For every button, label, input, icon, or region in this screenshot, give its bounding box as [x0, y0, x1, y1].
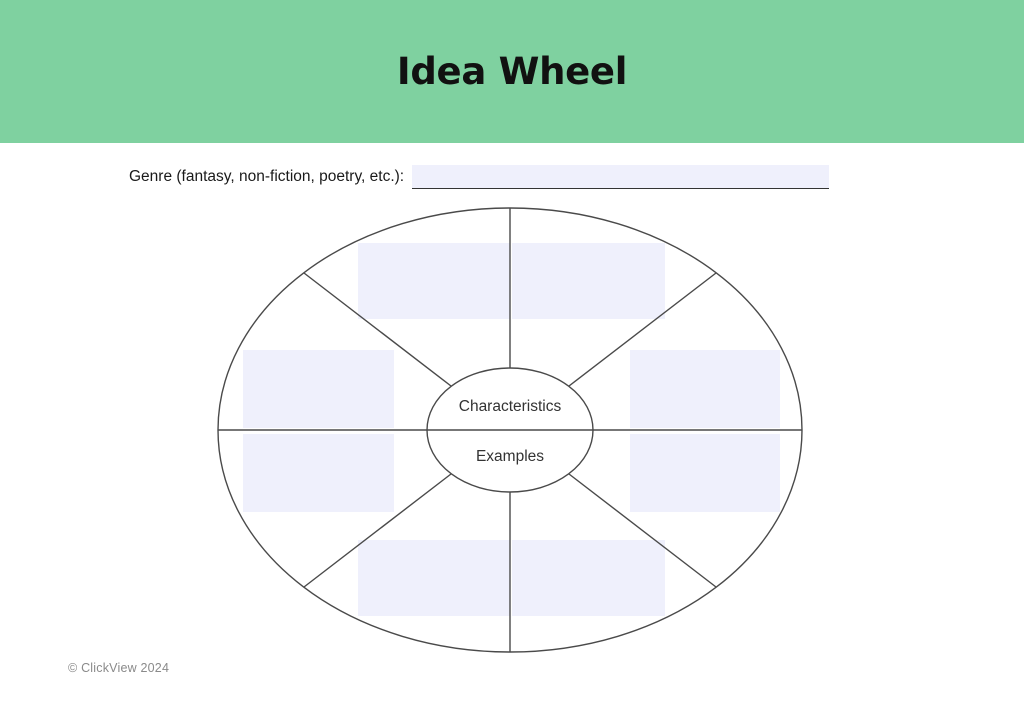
spoke-northwest: [303, 272, 452, 387]
answer-box-bottom-left[interactable]: [358, 540, 510, 616]
spoke-southwest: [303, 473, 452, 588]
footer-copyright: © ClickView 2024: [68, 661, 170, 675]
spoke-southeast: [568, 473, 717, 588]
genre-label: Genre (fantasy, non-fiction, poetry, etc…: [129, 168, 405, 185]
header-banner: Idea Wheel: [0, 0, 1024, 143]
answer-box-upper-right[interactable]: [630, 350, 780, 428]
genre-row: Genre (fantasy, non-fiction, poetry, etc…: [129, 163, 909, 189]
spoke-northeast: [568, 272, 717, 387]
answer-box-upper-left[interactable]: [243, 350, 394, 428]
answer-box-top-left[interactable]: [358, 243, 510, 319]
hub-ellipse: [426, 367, 594, 493]
answer-box-lower-left[interactable]: [243, 434, 394, 512]
hub-label-examples: Examples: [476, 448, 544, 465]
answer-box-lower-right[interactable]: [630, 434, 780, 512]
idea-wheel-diagram: Characteristics Examples: [0, 190, 1024, 670]
idea-wheel-svg: Characteristics Examples: [217, 207, 803, 653]
page-title: Idea Wheel: [396, 50, 628, 93]
answer-box-bottom-right[interactable]: [512, 540, 665, 616]
hub-label-characteristics: Characteristics: [459, 398, 562, 415]
answer-box-top-right[interactable]: [512, 243, 665, 319]
genre-input[interactable]: [412, 165, 830, 189]
